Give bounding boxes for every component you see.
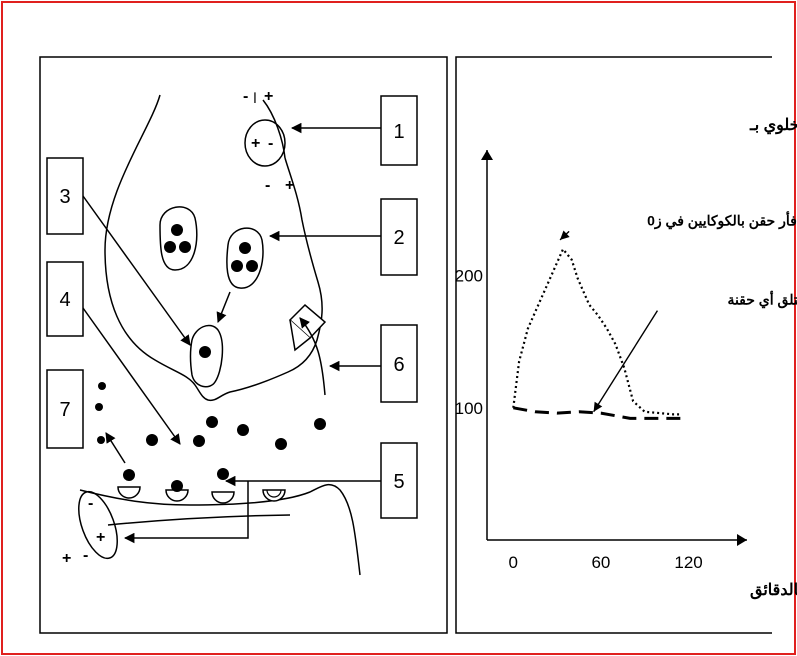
label-box-2 [380, 198, 418, 276]
label-3: 3 [59, 186, 70, 208]
series-pointer-head [560, 230, 570, 240]
dopamine-molecule [171, 480, 183, 492]
dopamine-molecule [171, 224, 183, 236]
dopamine-molecule [97, 436, 105, 444]
series-pointer-head [593, 401, 603, 412]
label-6: 6 [393, 354, 404, 376]
charge-sign: + [62, 550, 71, 567]
x-tick-label: 60 [591, 553, 610, 572]
label-4: 4 [59, 289, 70, 311]
label-box-4 [46, 261, 84, 337]
label-7: 7 [59, 399, 70, 421]
y-tick-label: 200 [455, 267, 483, 286]
dopamine-molecule [275, 438, 287, 450]
charge-sign: - [265, 177, 270, 194]
label-box-1 [380, 95, 418, 166]
arrow-reuptake [299, 317, 326, 396]
y-tick-label: 100 [455, 399, 483, 418]
ion-channel-bottom [78, 490, 118, 560]
ion-channel-top [244, 119, 286, 167]
synaptic-vesicle [159, 206, 198, 271]
label-2: 2 [393, 227, 404, 249]
arrow-label-7 [105, 432, 126, 464]
series-pointer [593, 310, 659, 413]
x-axis-label: الوقت بالدقائق [750, 582, 797, 600]
dopamine-receptor [165, 480, 189, 502]
synapse-panel-border [39, 56, 448, 634]
label-box-3 [46, 157, 84, 235]
synaptic-vesicle [226, 227, 264, 289]
x-tick-label: 0 [509, 553, 518, 572]
dopamine-receptor-empty [262, 489, 286, 502]
label-5: 5 [393, 471, 404, 493]
dopamine-receptor [117, 469, 141, 499]
charge-sign: + [251, 135, 260, 152]
chart-panel-border [455, 56, 772, 634]
charge-sign: - [268, 135, 273, 152]
dopamine-molecule [123, 469, 135, 481]
dopamine-molecule [217, 468, 229, 480]
top-marker: ا [253, 90, 257, 106]
charge-sign: + [264, 88, 273, 105]
x-axis-arrowhead [737, 534, 747, 546]
dopamine-molecule [246, 260, 258, 272]
synapse-diagram: + - ا + - - + - + + - 1 2 3 4 5 6 7 [39, 56, 448, 634]
dopamine-molecule [206, 416, 218, 428]
chart-panel: %تركيز الدوبامين في السائل الخارج خلوي ب… [455, 56, 797, 634]
dopamine-molecule [164, 241, 176, 253]
series-line [513, 406, 682, 420]
label-box-7 [46, 369, 84, 449]
series-label: فأر لم يتلق أي حقنة [727, 290, 797, 309]
label-box-6 [380, 324, 418, 403]
dopamine-molecule [95, 403, 103, 411]
chart-title: %تركيز الدوبامين في السائل الخارج خلوي ب… [749, 117, 797, 135]
charge-sign: - [243, 88, 248, 105]
presynaptic-membrane [104, 94, 323, 402]
label-1: 1 [393, 121, 404, 143]
x-tick-label: 120 [674, 553, 702, 572]
charge-sign: - [88, 495, 93, 512]
dopamine-molecule [98, 382, 106, 390]
arrow-label-4 [82, 307, 181, 445]
charge-sign: + [96, 529, 105, 546]
label-box-5 [380, 442, 418, 519]
charge-sign: + [285, 177, 294, 194]
series-label: فأر حقن بالكوكايين في ز0 [647, 210, 797, 229]
postsynaptic-membrane [79, 483, 361, 576]
arrow-label-3 [82, 195, 191, 346]
arrow-label-5-branch [123, 481, 249, 544]
dopamine-molecule [314, 418, 326, 430]
charge-sign: - [83, 547, 88, 564]
dopamine-molecule [179, 241, 191, 253]
y-axis-arrowhead [481, 150, 493, 160]
dopamine-receptor [211, 468, 235, 504]
axon-membrane [262, 99, 286, 159]
dopamine-molecule [239, 242, 251, 254]
dopamine-molecule [237, 424, 249, 436]
chart-plot: 0 60 120 100 200 فأر حقن بالكوكايين في ز0 فأر … [455, 150, 797, 572]
postsynaptic-membrane-lower [107, 514, 291, 526]
dopamine-molecule [193, 435, 205, 447]
dopamine-molecule [146, 434, 158, 446]
dopamine-molecule [199, 346, 211, 358]
arrow-vesicle-fusion [216, 291, 231, 323]
series-line [512, 247, 682, 416]
dopamine-molecule [231, 260, 243, 272]
fusing-vesicle [189, 324, 224, 388]
